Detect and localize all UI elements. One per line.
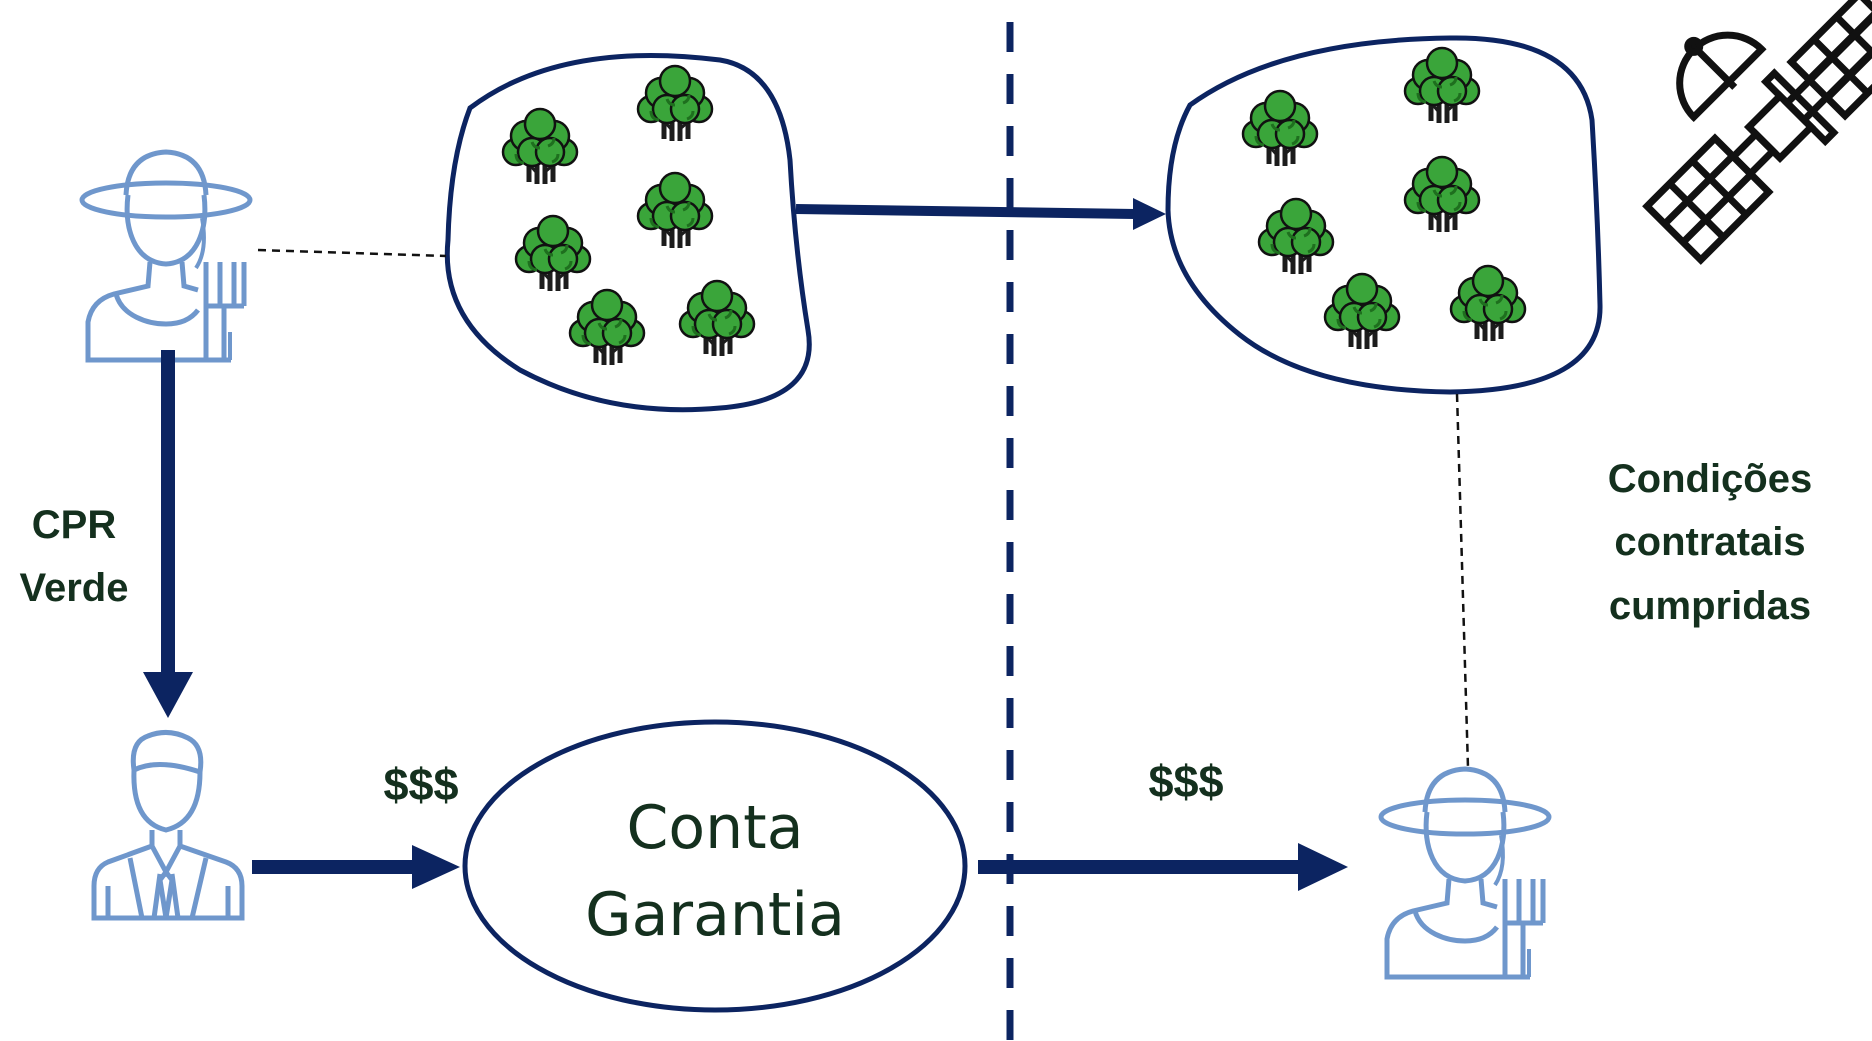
cpr-label-line2: Verde [20, 566, 129, 610]
tree-icon [638, 173, 712, 248]
tree-icon [570, 290, 644, 365]
money-label-right: $$$ [1148, 756, 1223, 807]
cpr-arrow-head [143, 672, 193, 718]
tree-icon [1243, 91, 1317, 166]
tree-icon [1405, 48, 1479, 123]
transfer-arrow-shaft [795, 204, 1136, 219]
account-label-line2: Garantia [585, 880, 845, 950]
tree-icon [1325, 274, 1399, 349]
account-label-line1: Conta [627, 793, 804, 863]
tree-icon [516, 216, 590, 291]
transfer-arrow-head [1133, 198, 1166, 230]
tree-icon [1451, 266, 1525, 341]
escrow-account-node [462, 719, 968, 1013]
conditions-label-line2: contratais [1614, 520, 1805, 564]
tree-icon [503, 109, 577, 184]
forest-farmer-link [1455, 393, 1470, 769]
forest-area-icon [444, 52, 812, 413]
money-label-left: $$$ [383, 759, 458, 810]
farmer-icon [82, 152, 250, 360]
conditions-label-line1: Condições [1608, 457, 1812, 501]
deposit-arrow-head [412, 845, 460, 889]
tree-icon [680, 281, 754, 356]
farmer-icon [1381, 769, 1549, 977]
tree-icon [1259, 199, 1333, 274]
tree-icon [1405, 157, 1479, 232]
cpr-label-line1: CPR [32, 503, 117, 547]
satellite-icon [1642, 0, 1872, 265]
tree-icon [638, 66, 712, 141]
conditions-label-line3: cumpridas [1609, 584, 1811, 628]
farmer-forest-link [257, 248, 447, 258]
businessman-icon [91, 730, 245, 921]
payout-arrow-head [1298, 843, 1348, 891]
forest-area-icon [1165, 35, 1603, 395]
